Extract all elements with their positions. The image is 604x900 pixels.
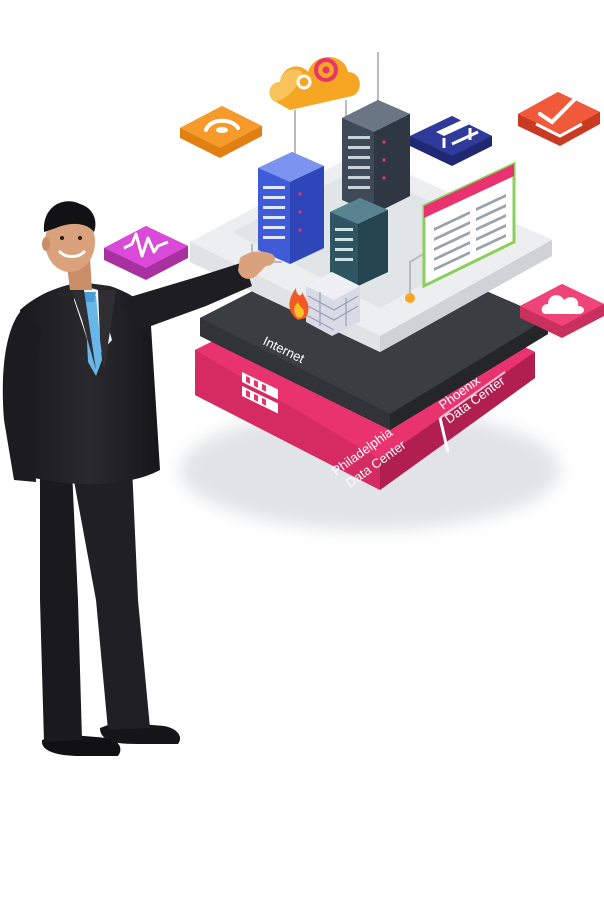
firewall-icon — [306, 272, 360, 336]
cloud-gear-icon — [269, 57, 360, 110]
network-icon — [410, 116, 492, 166]
server-blue — [258, 152, 324, 264]
server-teal — [330, 198, 388, 286]
document-icon — [422, 161, 516, 289]
server-rack-icon — [242, 372, 278, 414]
cloud-icon — [520, 284, 604, 338]
audio-wave-icon — [104, 226, 188, 280]
person-illustration — [2, 201, 275, 756]
connector-node — [405, 293, 415, 303]
phone-icon — [180, 106, 262, 158]
checkmark-icon — [518, 92, 600, 146]
server-slate — [342, 100, 410, 214]
fire-icon — [289, 288, 309, 320]
